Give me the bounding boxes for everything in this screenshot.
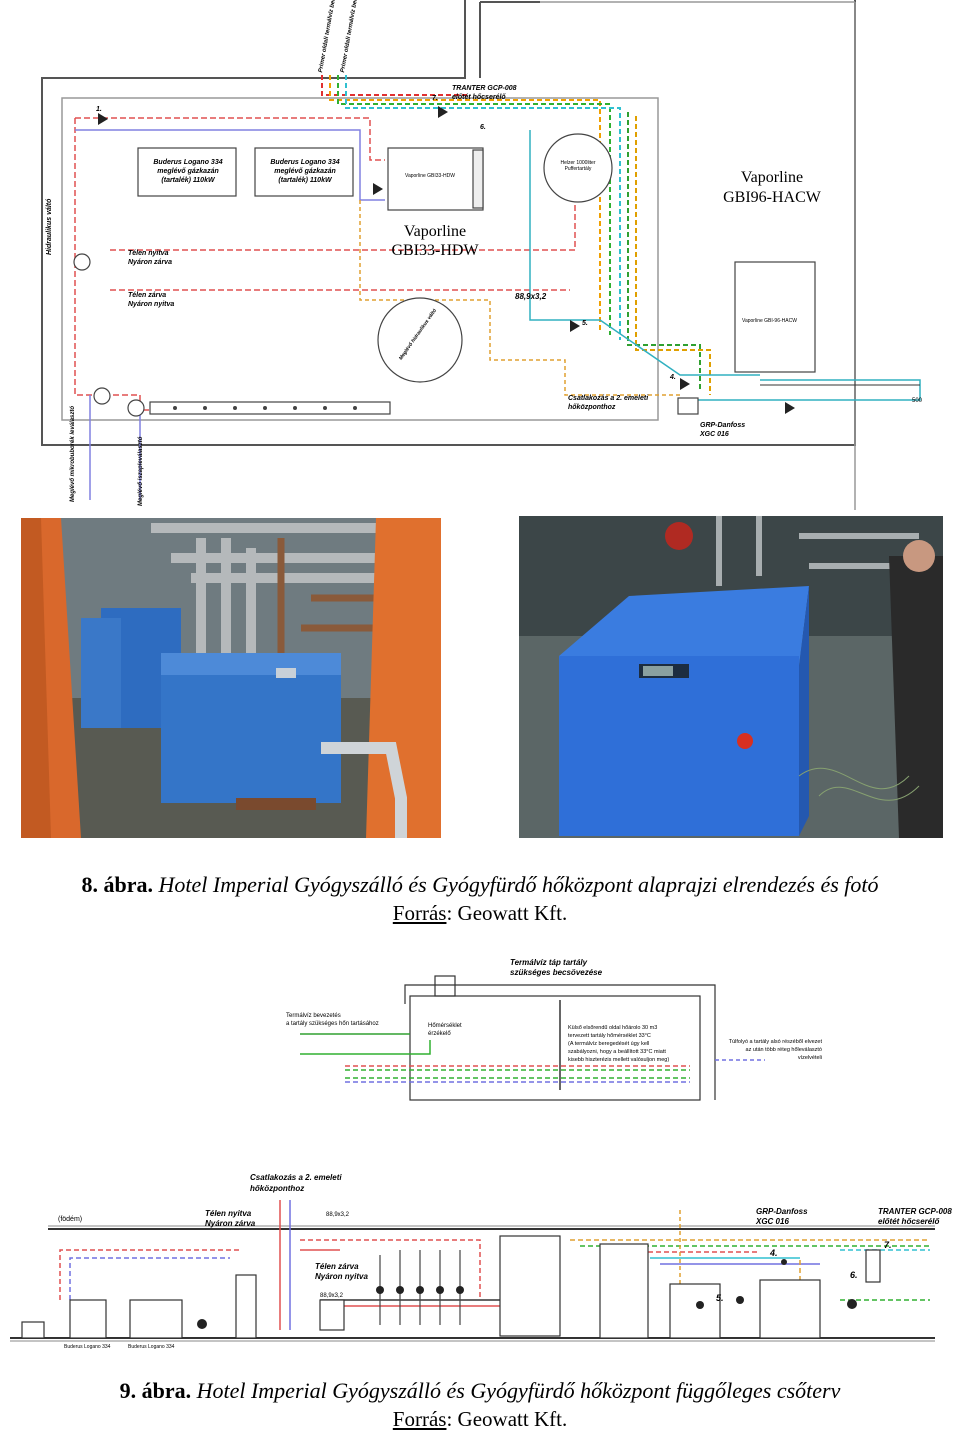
fig9-num7-label: 7. bbox=[884, 1240, 892, 1250]
fig9-num5-label: 5. bbox=[716, 1293, 724, 1303]
num4-label: 4. bbox=[670, 374, 676, 381]
val500-label: 500 bbox=[912, 398, 923, 404]
num7-label: 7. bbox=[432, 95, 438, 102]
danfoss-label: GRP-Danfoss XGC 016 bbox=[700, 422, 746, 438]
fig9-num4-label: 4. bbox=[770, 1248, 778, 1258]
vaporline-unit-drawing bbox=[519, 516, 943, 838]
figure8-source-label: Forrás bbox=[392, 901, 447, 925]
num1-label: 1. bbox=[96, 106, 102, 113]
winter-open-label: Télen nyitva Nyáron zárva bbox=[128, 250, 172, 266]
fig9-winter-closed-label: Télen zárva Nyáron nyitva bbox=[315, 1262, 368, 1281]
fig9-csatlakozas-label: Csatlakozás a 2. emeleti hőközponthoz bbox=[250, 1173, 342, 1193]
num6-label: 6. bbox=[480, 124, 486, 131]
pipe-size-label: 88,9x3,2 bbox=[515, 292, 547, 301]
figure9-source: Forrás: Geowatt Kft. bbox=[0, 1407, 960, 1432]
fig9-boiler2-label: Buderus Logano 334 bbox=[128, 1344, 175, 1350]
figure8-caption: 8. ábra. Hotel Imperial Gyógyszálló és G… bbox=[0, 872, 960, 898]
fig9-ceiling-label: (födém) bbox=[58, 1216, 83, 1223]
buffer-label: Helzer 1000liter Puffertartály bbox=[560, 160, 596, 172]
boiler2-label: Buderus Logano 334 meglévő gázkazán (tar… bbox=[270, 159, 340, 184]
fig9-num6-label: 6. bbox=[850, 1270, 858, 1280]
boiler-room-photo-left bbox=[21, 518, 441, 838]
vaporline-big-label: Vaporline GBI33-HDW bbox=[391, 223, 479, 259]
figure8-source-value: : Geowatt Kft. bbox=[446, 901, 568, 925]
figure9-caption: 9. ábra. Hotel Imperial Gyógyszálló és G… bbox=[0, 1378, 960, 1404]
boiler-room-drawing bbox=[21, 518, 441, 838]
tank-title: Termálvíz táp tartály szükséges becsövez… bbox=[510, 958, 603, 977]
tank-inlet-label: Termálvíz bevezetés a tartály szükséges … bbox=[286, 1013, 379, 1027]
figure9-caption-title: Hotel Imperial Gyógyszálló és Gyógyfürdő… bbox=[196, 1378, 841, 1403]
boiler1-label: Buderus Logano 334 meglévő gázkazán (tar… bbox=[153, 159, 223, 184]
figure8-floorplan-diagram bbox=[41, 0, 921, 510]
vaporline-unit-photo-right bbox=[519, 516, 943, 838]
vaporline-right-small-label: Vaporline GBI-96-HACW bbox=[742, 318, 797, 324]
tranter-label: TRANTER GCP-008 előtét hőcserélő bbox=[452, 85, 517, 101]
fig9-pipe2-label: 88,9x3,2 bbox=[320, 1293, 344, 1299]
figure9-caption-number: 9. ábra. bbox=[119, 1378, 192, 1403]
figure9-source-value: : Geowatt Kft. bbox=[446, 1407, 568, 1431]
tank-overflow-note: Túlfolyó a tartály alsó részéből elvezet… bbox=[728, 1039, 822, 1061]
fig9-winter-open-label: Télen nyitva Nyáron zárva bbox=[205, 1209, 256, 1228]
fig9-tranter-label: TRANTER GCP-008 előtét hőcserélő bbox=[878, 1207, 952, 1226]
tank-sensor-label: Hőmérséklet érzékelő bbox=[428, 1023, 462, 1037]
figure8-caption-title: Hotel Imperial Gyógyszálló és Gyógyfürdő… bbox=[158, 872, 879, 897]
fig9-danfoss-label: GRP-Danfoss XGC 016 bbox=[756, 1207, 808, 1226]
vaporline-right-label: Vaporline GBI96-HACW bbox=[723, 169, 821, 206]
tank-note: Külső elsőrendű oldal hőárolo 30 m3 terv… bbox=[568, 1025, 670, 1063]
vaporline-small-label: Vaporline GBI33-HDW bbox=[405, 173, 455, 179]
figure8-source: Forrás: Geowatt Kft. bbox=[0, 901, 960, 926]
fig9-boiler1-label: Buderus Logano 334 bbox=[64, 1344, 111, 1350]
fig9-pipe1-label: 88,9x3,2 bbox=[326, 1212, 350, 1218]
bottom-label-2: Meglévő iszapleválasztó bbox=[138, 436, 144, 506]
bottom-label-1: Meglévő mikrobuborék leválasztó bbox=[70, 405, 76, 502]
winter-closed-label: Télen zárva Nyáron nyitva bbox=[128, 292, 175, 308]
hydraulic-label: Hidraulikus váltó bbox=[46, 198, 53, 255]
figure9-source-label: Forrás bbox=[392, 1407, 447, 1431]
figure8-caption-number: 8. ábra. bbox=[81, 872, 154, 897]
num5-label: 5. bbox=[582, 320, 588, 327]
csatlakozas-label: Csatlakozás a 2. emeleti hőközponthoz bbox=[568, 395, 649, 411]
